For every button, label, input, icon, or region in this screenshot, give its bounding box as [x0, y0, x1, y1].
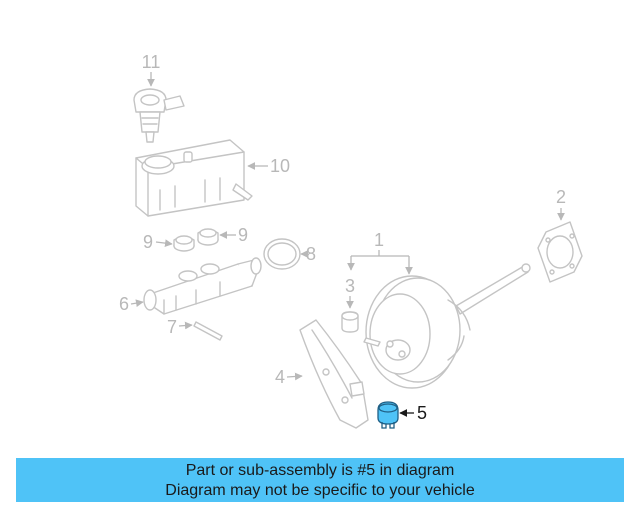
callout-9-right: 9	[219, 225, 248, 245]
callout-11: 11	[142, 52, 161, 87]
part-4-heat-shield[interactable]	[299, 319, 369, 429]
part-10-fluid-reservoir[interactable]	[135, 139, 253, 217]
info-banner: Part or sub-assembly is #5 in diagram Di…	[16, 458, 624, 502]
banner-line-1: Part or sub-assembly is #5 in diagram	[185, 462, 455, 479]
svg-text:4: 4	[275, 367, 285, 387]
callout-9-left: 9	[143, 232, 173, 252]
svg-text:8: 8	[306, 244, 316, 264]
part-7-pin[interactable]	[193, 321, 223, 341]
callout-6: 6	[119, 294, 144, 314]
svg-text:1: 1	[374, 230, 384, 250]
callout-10: 10	[247, 156, 290, 176]
callout-4: 4	[275, 367, 303, 387]
part-8-o-ring[interactable]	[263, 238, 301, 270]
svg-text:3: 3	[345, 276, 355, 296]
svg-text:11: 11	[142, 52, 161, 72]
part-2-gasket[interactable]	[537, 221, 583, 283]
svg-text:10: 10	[270, 156, 290, 176]
part-9-grommet-right[interactable]	[197, 228, 219, 246]
callout-3: 3	[345, 276, 355, 309]
callout-5: 5	[399, 403, 427, 423]
part-3-bushing[interactable]	[341, 311, 359, 333]
svg-text:7: 7	[167, 317, 177, 337]
svg-text:6: 6	[119, 294, 129, 314]
callout-2: 2	[556, 187, 566, 221]
part-9-grommet-left[interactable]	[173, 235, 195, 252]
part-6-master-cylinder[interactable]	[143, 257, 262, 315]
svg-text:5: 5	[417, 403, 427, 423]
callout-7: 7	[167, 317, 193, 337]
part-1-brake-booster[interactable]	[363, 263, 531, 389]
callout-8: 8	[300, 244, 316, 264]
part-11-reservoir-cap[interactable]	[133, 88, 185, 143]
callout-1: 1	[347, 230, 413, 275]
banner-line-2: Diagram may not be specific to your vehi…	[165, 482, 475, 499]
part-5-highlighted[interactable]	[377, 401, 399, 429]
svg-text:9: 9	[143, 232, 153, 252]
svg-text:2: 2	[556, 187, 566, 207]
svg-text:9: 9	[238, 225, 248, 245]
